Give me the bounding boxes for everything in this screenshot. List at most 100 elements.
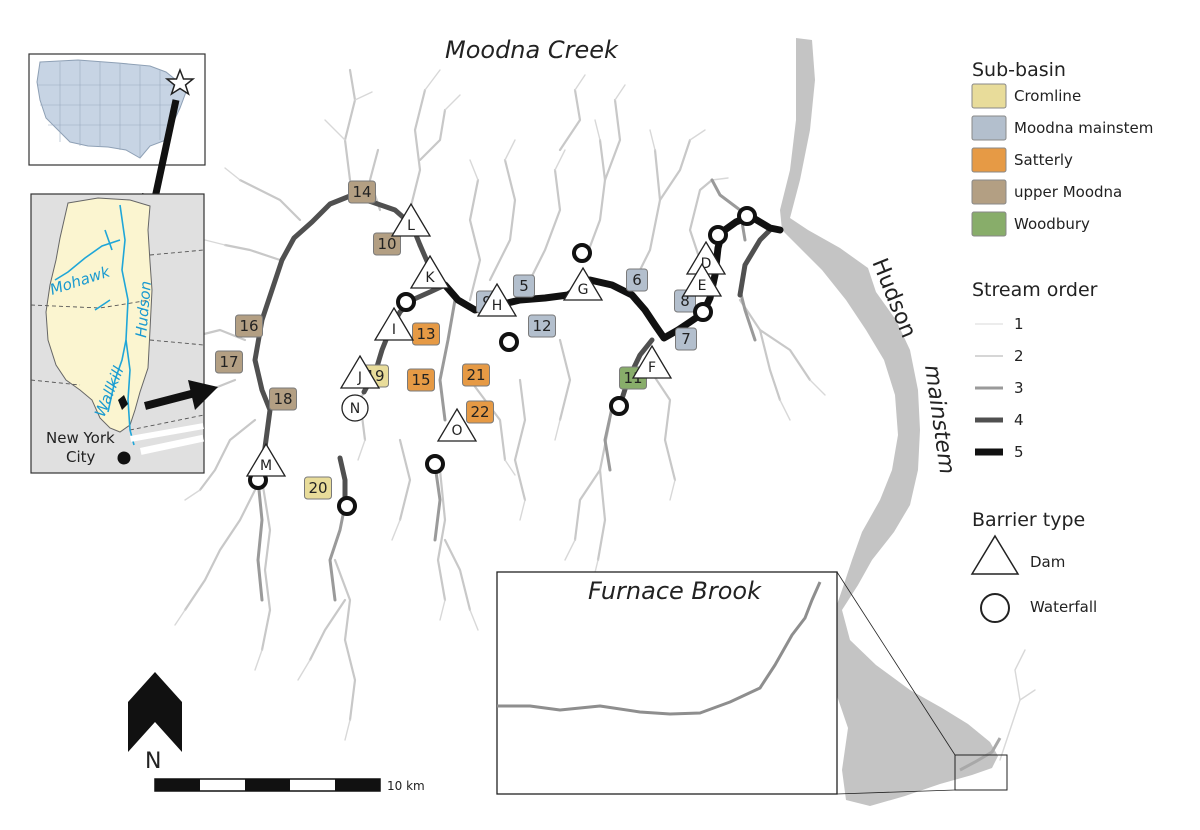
barrier-label: F bbox=[648, 360, 656, 376]
barrier-label: D bbox=[701, 256, 712, 272]
site-label: 7 bbox=[681, 330, 691, 348]
site-box bbox=[407, 368, 435, 392]
nyc-label-line2: City bbox=[66, 448, 96, 466]
site-label: 21 bbox=[466, 366, 485, 384]
map-title: Moodna Creek bbox=[445, 36, 619, 64]
north-label: N bbox=[145, 749, 161, 774]
north-arrow-icon: N bbox=[128, 672, 182, 774]
site-label: 12 bbox=[532, 317, 551, 335]
barrier-label: J bbox=[357, 370, 362, 386]
star-icon bbox=[164, 67, 196, 96]
barrier-label: I bbox=[392, 322, 396, 338]
site-label: 18 bbox=[273, 390, 292, 408]
site-box bbox=[462, 363, 490, 387]
barrier-label: M bbox=[260, 458, 272, 474]
furnace-brook-inset: Furnace Brook bbox=[496, 571, 1008, 795]
legend-subbasin-label: Moodna mainstem bbox=[1014, 119, 1153, 137]
site-box bbox=[412, 322, 440, 346]
site-box bbox=[348, 180, 376, 204]
dam-icon bbox=[245, 442, 287, 477]
waterfall-icon bbox=[708, 225, 728, 245]
legend-subbasin-title: Sub-basin bbox=[972, 59, 1066, 81]
site-label: 5 bbox=[519, 277, 529, 295]
site-box bbox=[466, 400, 494, 424]
site-label: 20 bbox=[308, 479, 327, 497]
legend-subbasin-label: Satterly bbox=[1014, 151, 1073, 169]
legend-subbasin-label: Woodbury bbox=[1014, 215, 1090, 233]
site-box bbox=[269, 387, 297, 411]
legend-stream-label: 1 bbox=[1014, 315, 1024, 333]
dam-icon bbox=[436, 407, 478, 442]
legend-subbasin-swatch bbox=[971, 179, 1007, 205]
site-label: 14 bbox=[352, 183, 371, 201]
site-label: 17 bbox=[219, 353, 238, 371]
mainstem-label: mainstem bbox=[919, 363, 959, 475]
barrier-label: N bbox=[350, 401, 360, 417]
waterfall-icon bbox=[609, 396, 629, 416]
dam-icon bbox=[970, 534, 1020, 575]
legend-stream-title: Stream order bbox=[972, 279, 1098, 301]
waterfall-icon bbox=[980, 593, 1010, 623]
legend-subbasin-label: Cromline bbox=[1014, 87, 1081, 105]
ny-inset: Mohawk Hudson Wallkill New York City bbox=[30, 193, 205, 474]
legend-stream-label: 5 bbox=[1014, 443, 1024, 461]
sites-layer: 14235678910111213141516171819202122 bbox=[215, 180, 762, 725]
waterfall-icon bbox=[396, 292, 416, 312]
legend-subbasin-swatch bbox=[971, 211, 1007, 237]
legend-stream-label: 2 bbox=[1014, 347, 1024, 365]
site-label: 15 bbox=[411, 371, 430, 389]
legend-stream-label: 4 bbox=[1014, 411, 1024, 429]
site-label: 13 bbox=[416, 325, 435, 343]
dam-icon bbox=[339, 354, 381, 389]
site-label: 6 bbox=[632, 271, 642, 289]
legend-stream-label: 3 bbox=[1014, 379, 1024, 397]
site-box bbox=[373, 232, 401, 256]
barrier-label: H bbox=[492, 298, 503, 314]
moodna-mainstem bbox=[441, 212, 784, 342]
barrier-label: K bbox=[425, 270, 435, 286]
site-box bbox=[215, 350, 243, 374]
waterfall-icon bbox=[737, 206, 757, 226]
hudson-inset-label: Hudson bbox=[132, 280, 155, 338]
legend-barrier-title: Barrier type bbox=[972, 509, 1085, 531]
legend-subbasin-swatch bbox=[971, 83, 1007, 109]
waterfall-icon bbox=[341, 394, 369, 422]
site-label: 22 bbox=[470, 403, 489, 421]
furnace-brook-stream bbox=[959, 737, 1002, 772]
legend-subbasin-swatch bbox=[971, 115, 1007, 141]
barrier-label: L bbox=[407, 218, 415, 234]
legend-subbasin-swatch bbox=[971, 147, 1007, 173]
site-box bbox=[626, 268, 648, 292]
waterfall-icon bbox=[572, 243, 592, 263]
site-box bbox=[528, 314, 556, 338]
legend-subbasin-label: upper Moodna bbox=[1014, 183, 1122, 201]
barrier-label: G bbox=[578, 282, 589, 298]
dam-icon bbox=[409, 254, 451, 289]
dam-icon bbox=[373, 306, 415, 341]
site-box bbox=[304, 476, 332, 500]
dam-icon bbox=[631, 344, 673, 379]
site-box bbox=[675, 327, 697, 351]
dam-icon bbox=[681, 262, 723, 297]
scale-label: 10 km bbox=[387, 779, 425, 793]
waterfall-icon bbox=[337, 496, 357, 516]
dam-icon bbox=[476, 282, 518, 317]
legend-barrier-waterfall: Waterfall bbox=[1030, 598, 1097, 616]
waterfall-icon bbox=[693, 302, 713, 322]
site-label: 8 bbox=[680, 292, 690, 310]
barrier-label: E bbox=[698, 278, 707, 294]
waterfall-icon bbox=[499, 332, 519, 352]
dam-icon bbox=[390, 202, 432, 237]
order3-streams bbox=[256, 178, 757, 602]
scale-bar: 10 km bbox=[154, 778, 425, 793]
site-box bbox=[235, 314, 263, 338]
nyc-dot bbox=[117, 451, 131, 465]
dam-icon bbox=[562, 266, 604, 301]
arrow-icon bbox=[143, 380, 218, 410]
waterfall-icon bbox=[425, 454, 445, 474]
site-box bbox=[513, 274, 535, 298]
us-inset bbox=[28, 53, 206, 166]
barrier-label: O bbox=[451, 423, 462, 439]
